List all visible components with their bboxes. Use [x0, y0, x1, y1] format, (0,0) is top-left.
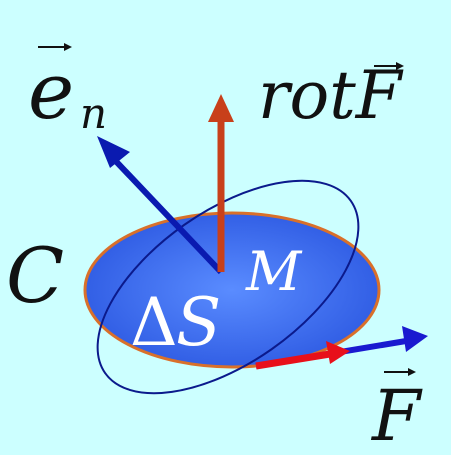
normal-vector-label: e	[28, 47, 74, 137]
point-label: M	[245, 240, 303, 303]
normal-vector-arrow	[107, 152, 224, 275]
field-projection-arrowhead	[326, 341, 350, 364]
field-label: F	[370, 375, 423, 455]
curl-label: rotF	[258, 57, 404, 134]
normal-vector-subscript: n	[80, 89, 107, 138]
contour-ellipse	[96, 179, 360, 395]
field-label-overarrow-head	[408, 368, 416, 376]
contour-label: C	[6, 231, 64, 320]
curl-label-overarrow-head	[396, 62, 404, 70]
area-delta-label: Δ	[130, 284, 178, 361]
normal-label-overarrow-head	[64, 43, 72, 51]
field-vector-arrowhead	[402, 326, 428, 352]
area-symbol-label: S	[176, 284, 221, 361]
surface-delta-s	[83, 211, 381, 369]
normal-vector-arrowhead	[97, 136, 130, 168]
field-projection-arrow	[255, 350, 331, 370]
curl-vector-arrowhead	[208, 94, 234, 122]
